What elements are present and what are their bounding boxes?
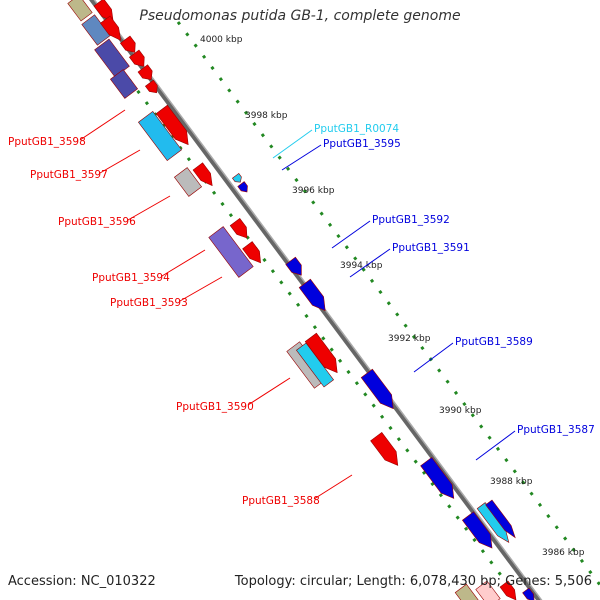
gene-label-left: PputGB1_3593 — [110, 297, 188, 309]
reverse-gene — [237, 181, 248, 193]
forward-gene — [144, 79, 158, 94]
reverse-gene — [522, 587, 535, 600]
rna-gene — [476, 502, 510, 544]
label-connector — [413, 342, 454, 373]
gene-label-left: PputGB1_3597 — [30, 169, 108, 181]
feature-box — [475, 580, 501, 600]
label-connector — [313, 474, 353, 500]
label-connector — [99, 149, 141, 174]
tick-label: 3986 kbp — [542, 548, 585, 558]
accession-text: Accession: NC_010322 — [8, 574, 156, 589]
feature-box — [67, 0, 93, 22]
reverse-gene — [285, 256, 302, 276]
label-connector — [179, 276, 223, 302]
label-connector — [79, 109, 126, 141]
reverse-gene — [420, 456, 455, 499]
feature-box — [208, 226, 254, 278]
tick-label: 3988 kbp — [490, 477, 533, 487]
forward-gene — [499, 580, 517, 600]
gene-label-left: PputGB1_3596 — [58, 216, 136, 228]
reverse-gene — [360, 368, 394, 410]
outer-ruler — [176, 21, 600, 586]
label-connector — [127, 195, 171, 221]
reverse-gene — [461, 511, 493, 549]
tick-label: 4000 kbp — [200, 35, 243, 45]
reverse-gene — [298, 278, 326, 312]
label-connector — [349, 248, 391, 278]
rna-box — [295, 342, 335, 388]
gene-label-right: PputGB1_3587 — [517, 424, 595, 436]
rna-gene — [231, 172, 242, 183]
forward-gene — [93, 0, 114, 23]
feature-box — [454, 583, 479, 600]
label-connector — [331, 220, 371, 249]
forward-gene — [242, 241, 261, 264]
label-connector — [281, 144, 322, 171]
forward-gene — [128, 49, 145, 67]
gene-label-left: PputGB1_3590 — [176, 401, 254, 413]
feature-box — [81, 14, 111, 46]
map-title: Pseudomonas putida GB-1, complete genome — [139, 8, 461, 24]
topology-text: Topology: circular; Length: 6,078,430 bp… — [234, 574, 592, 589]
forward-gene — [137, 64, 153, 80]
forward-gene — [304, 332, 338, 374]
gene-label-left: PputGB1_3588 — [242, 495, 320, 507]
tick-label: 3998 kbp — [245, 111, 288, 121]
tick-label: 3994 kbp — [340, 261, 383, 271]
gene-label-right: PputGB1_R0074 — [314, 123, 399, 135]
gene-label-right: PputGB1_3595 — [323, 138, 401, 150]
gene-label-right: PputGB1_3589 — [455, 336, 533, 348]
feature-box — [173, 167, 203, 197]
label-connector — [247, 377, 291, 406]
label-connector — [475, 430, 516, 461]
feature-box — [137, 110, 183, 162]
forward-gene — [119, 35, 136, 53]
gene-label-right: PputGB1_3592 — [372, 214, 450, 226]
gene-label-left: PputGB1_3598 — [8, 136, 86, 148]
forward-gene — [192, 162, 213, 187]
forward-gene — [99, 15, 122, 41]
label-connector — [272, 129, 313, 159]
tick-label: 3992 kbp — [388, 334, 431, 344]
tick-label: 3996 kbp — [292, 186, 335, 196]
feature-box — [109, 69, 139, 99]
gene-label-left: PputGB1_3594 — [92, 272, 170, 284]
gene-label-right: PputGB1_3591 — [392, 242, 470, 254]
forward-gene — [155, 104, 189, 146]
tick-label: 3990 kbp — [439, 406, 482, 416]
label-connector — [161, 249, 206, 277]
feature-box — [94, 38, 130, 78]
forward-gene — [370, 431, 399, 466]
forward-gene — [229, 217, 248, 239]
reverse-gene — [485, 499, 516, 539]
